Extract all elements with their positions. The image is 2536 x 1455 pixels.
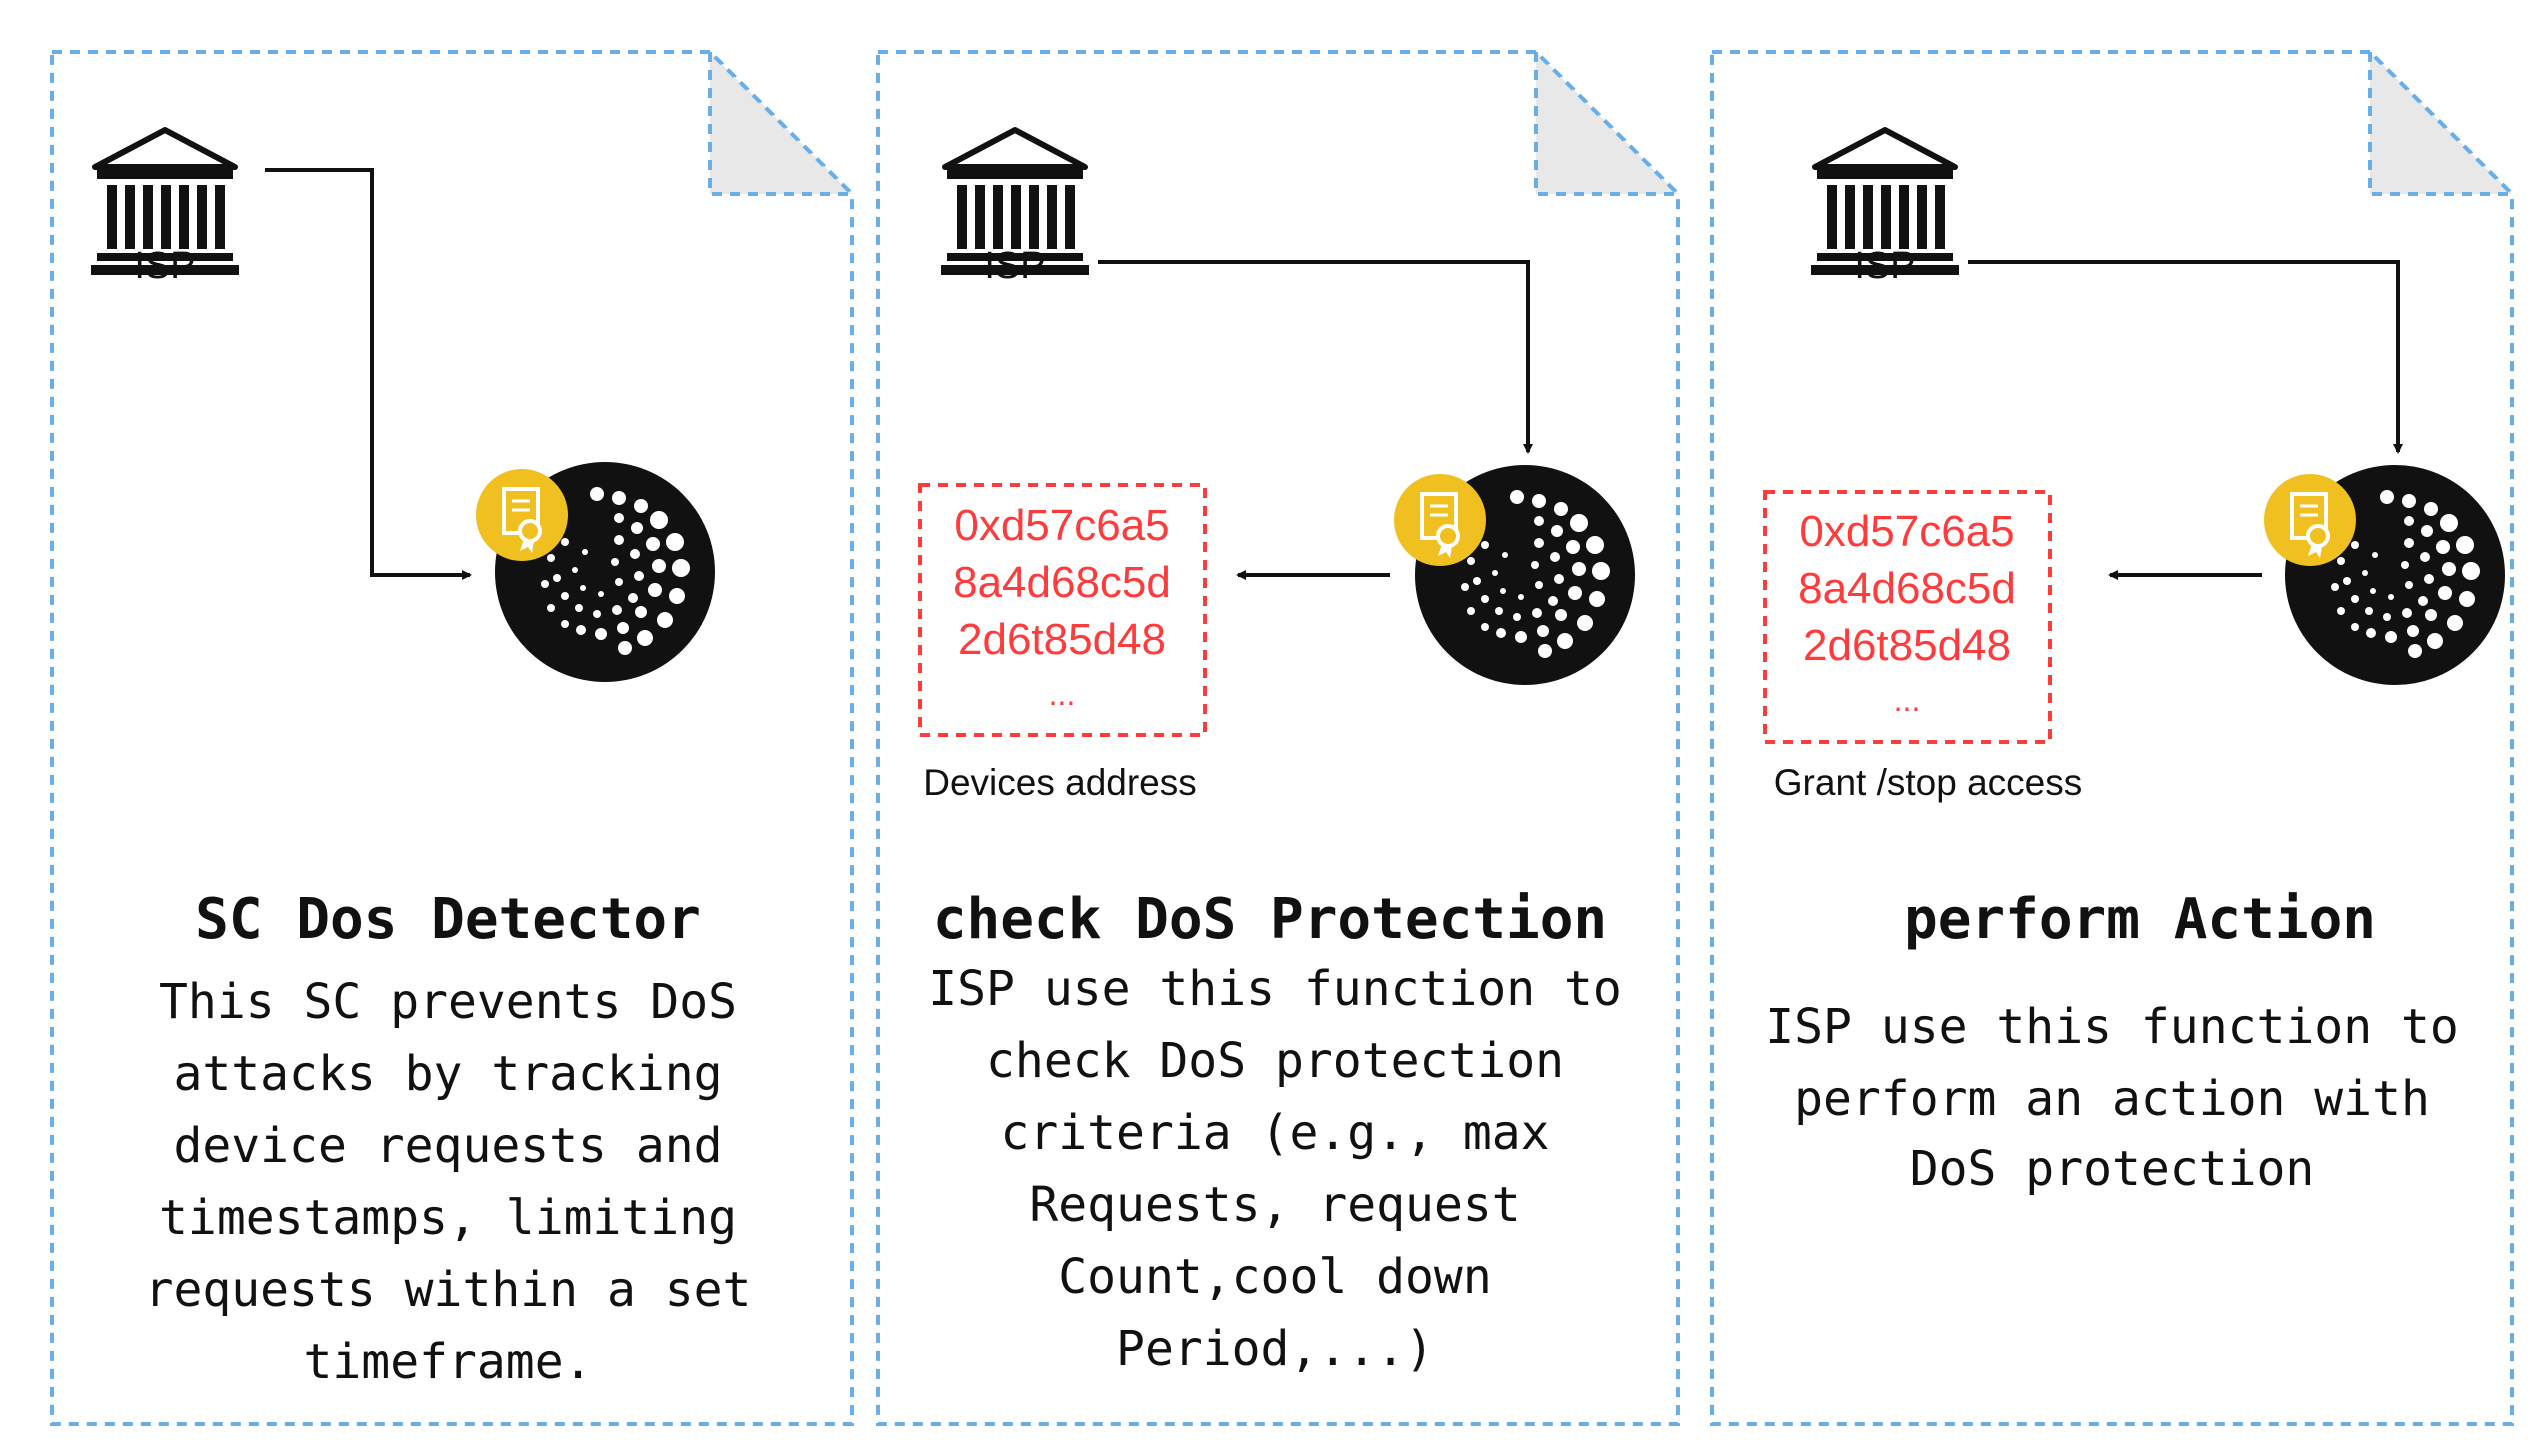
- address-ellipsis: ...: [1049, 676, 1076, 712]
- address-line: 8a4d68c5d: [1798, 564, 2016, 613]
- panel-description: ISP use this function to check DoS prote…: [928, 961, 1622, 1377]
- description-line: attacks by tracking: [173, 1046, 722, 1102]
- page-fold: [708, 47, 857, 196]
- panel-title: perform Action: [1904, 887, 2376, 952]
- address-line: 2d6t85d48: [958, 615, 1166, 664]
- flow-arrow-isp-to-contract: [1098, 260, 1533, 454]
- description-line: requests within a set: [145, 1262, 752, 1318]
- isp-label: ISP: [984, 245, 1045, 287]
- panel-description: This SC prevents DoS attacks by tracking…: [145, 974, 752, 1390]
- description-line: ISP use this function to: [928, 961, 1622, 1017]
- description-line: criteria (e.g., max: [1000, 1105, 1549, 1161]
- description-line: check DoS protection: [986, 1033, 1564, 1089]
- description-line: perform an action with: [1794, 1071, 2430, 1127]
- panel-frame: [1710, 50, 2514, 1426]
- panel-check-dos-protection: ISP 0xd57c6a5 8a4d68c5d 2d6t85d48 ... De…: [876, 47, 1683, 1426]
- page-fold: [1534, 47, 1683, 196]
- description-line: This SC prevents DoS: [159, 974, 737, 1030]
- address-line: 8a4d68c5d: [953, 558, 1171, 607]
- panel-perform-action: ISP 0xd57c6a5 8a4d68c5d 2d6t85d48 ... Gr…: [1710, 47, 2517, 1426]
- isp-label: ISP: [134, 245, 195, 287]
- panel-title: SC Dos Detector: [195, 887, 701, 952]
- flow-arrow-isp-to-contract: [1968, 260, 2403, 454]
- description-line: Period,...): [1116, 1321, 1434, 1377]
- description-line: device requests and: [173, 1118, 722, 1174]
- certificate-badge-icon: [2262, 472, 2358, 568]
- address-line: 0xd57c6a5: [954, 501, 1169, 550]
- panel-title: check DoS Protection: [933, 887, 1607, 952]
- certificate-badge-icon: [474, 467, 570, 563]
- panel-frame: [50, 50, 854, 1426]
- description-line: timestamps, limiting: [159, 1190, 737, 1246]
- isp-label: ISP: [1854, 245, 1915, 287]
- panel-frame: [876, 50, 1680, 1426]
- description-line: Requests, request: [1029, 1177, 1520, 1233]
- description-line: Count,cool down: [1058, 1249, 1491, 1305]
- flow-arrow-isp-to-contract: [265, 168, 472, 580]
- panel-description: ISP use this function to perform an acti…: [1765, 999, 2459, 1197]
- access-address-box: [1763, 490, 2052, 744]
- address-caption: Grant /stop access: [1774, 762, 2082, 803]
- page-fold: [2368, 47, 2517, 196]
- description-line: ISP use this function to: [1765, 999, 2459, 1055]
- panel-sc-dos-detector: ISP SC Dos Detector This SC prevents DoS…: [50, 47, 857, 1426]
- description-line: DoS protection: [1910, 1141, 2315, 1197]
- address-line: 2d6t85d48: [1803, 621, 2011, 670]
- address-ellipsis: ...: [1894, 682, 1921, 718]
- address-line: 0xd57c6a5: [1799, 507, 2014, 556]
- description-line: timeframe.: [304, 1334, 593, 1390]
- address-caption: Devices address: [923, 762, 1197, 803]
- certificate-badge-icon: [1392, 472, 1488, 568]
- device-address-box: [918, 483, 1207, 737]
